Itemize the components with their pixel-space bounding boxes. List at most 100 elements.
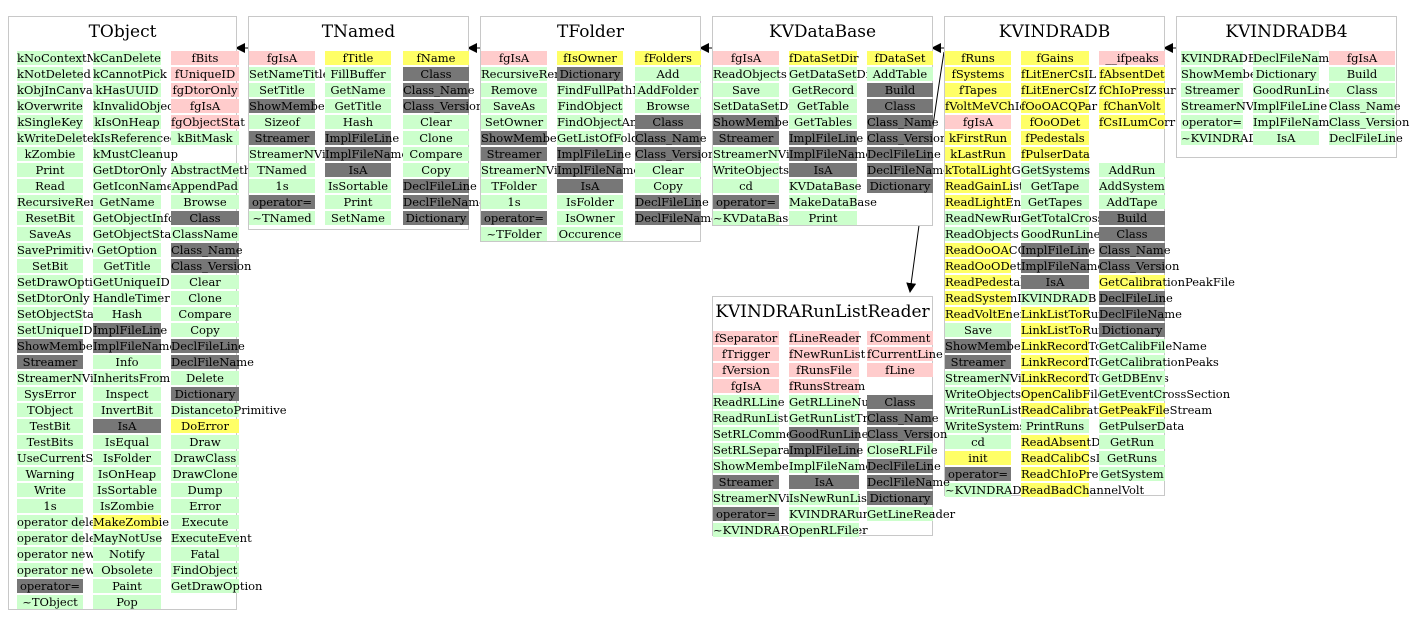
member-cell[interactable]: DeclFileLine <box>867 459 941 473</box>
member-cell[interactable]: kZombie <box>17 147 83 161</box>
member-cell[interactable]: kInvalidObject <box>93 99 179 113</box>
member-cell[interactable]: ImplFileName <box>1253 115 1337 129</box>
member-cell[interactable]: GetName <box>93 195 161 209</box>
member-cell[interactable]: IsFolder <box>93 451 161 465</box>
member-cell[interactable]: Class <box>1329 83 1395 97</box>
member-cell[interactable]: ReadChIoPressures <box>1021 467 1136 481</box>
member-cell[interactable]: SaveAs <box>17 227 83 241</box>
member-cell[interactable]: IsA <box>1021 275 1089 289</box>
member-cell[interactable]: ReadCalibCsI <box>1021 451 1101 465</box>
member-cell[interactable]: ~KVDataBase <box>713 211 796 225</box>
member-cell[interactable]: FillBuffer <box>325 67 391 81</box>
member-cell[interactable]: kWriteDelete <box>17 131 94 145</box>
member-cell[interactable]: fLineReader <box>789 331 861 345</box>
member-cell[interactable]: fOoODet <box>1021 115 1089 129</box>
member-cell[interactable]: fDataSet <box>867 51 933 65</box>
member-cell[interactable]: ReadLightEnergyCsI <box>945 195 1067 209</box>
member-cell[interactable]: DeclFileName <box>171 355 254 369</box>
member-cell[interactable]: fCsILumCorr <box>1099 115 1176 129</box>
member-cell[interactable]: kOverwrite <box>17 99 83 113</box>
member-cell[interactable]: fCurrentLine <box>867 347 943 361</box>
member-cell[interactable]: Write <box>17 483 83 497</box>
member-cell[interactable]: ImplFileLine <box>789 131 864 145</box>
member-cell[interactable]: Warning <box>17 467 83 481</box>
member-cell[interactable]: ShowMembers <box>17 339 105 353</box>
member-cell[interactable]: Compare <box>171 307 239 321</box>
member-cell[interactable]: DeclFileLine <box>635 195 709 209</box>
member-cell[interactable]: DeclFileName <box>1253 51 1336 65</box>
member-cell[interactable]: PrintRuns <box>1021 419 1089 433</box>
member-cell[interactable]: Class_Version <box>867 427 948 441</box>
member-cell[interactable]: ~KVINDRARunListReader <box>713 523 868 537</box>
member-cell[interactable]: Streamer <box>713 475 779 489</box>
member-cell[interactable]: ResetBit <box>17 211 83 225</box>
member-cell[interactable]: ShowMembers <box>249 99 337 113</box>
member-cell[interactable]: GetTape <box>1021 179 1089 193</box>
member-cell[interactable]: IsSortable <box>93 483 161 497</box>
member-cell[interactable]: Info <box>93 355 161 369</box>
member-cell[interactable]: SetName <box>325 211 391 225</box>
member-cell[interactable]: fDataSetDir <box>789 51 859 65</box>
member-cell[interactable]: GetOption <box>93 243 161 257</box>
member-cell[interactable]: kMustCleanup <box>93 147 178 161</box>
member-cell[interactable]: FindObject <box>557 99 623 113</box>
member-cell[interactable]: SetObjectStat <box>17 307 99 321</box>
member-cell[interactable]: 1s <box>481 195 547 209</box>
member-cell[interactable]: ReadRunList <box>713 411 788 425</box>
member-cell[interactable]: GetObjectInfo <box>93 211 175 225</box>
member-cell[interactable]: RecursiveRemove <box>481 67 586 81</box>
member-cell[interactable]: IsSortable <box>325 179 391 193</box>
member-cell[interactable]: IsA <box>93 419 161 433</box>
member-cell[interactable]: Inspect <box>93 387 161 401</box>
member-cell[interactable]: kNotDeleted <box>17 67 91 81</box>
member-cell[interactable]: fGains <box>1021 51 1089 65</box>
member-cell[interactable]: Streamer <box>1181 83 1243 97</box>
member-cell[interactable]: Build <box>867 83 933 97</box>
member-cell[interactable]: fName <box>403 51 469 65</box>
member-cell[interactable]: kSingleKey <box>17 115 83 129</box>
member-cell[interactable]: GetRLLineNumber <box>789 395 900 409</box>
member-cell[interactable]: AddRun <box>1099 163 1165 177</box>
member-cell[interactable]: ShowMembers <box>1181 67 1269 81</box>
member-cell[interactable]: fPulserData <box>1021 147 1090 161</box>
member-cell[interactable]: GetDataSetDir <box>789 67 875 81</box>
member-cell[interactable]: ImplFileLine <box>1253 99 1328 113</box>
member-cell[interactable]: AddTable <box>867 67 933 81</box>
member-cell[interactable]: kIsOnHeap <box>93 115 161 129</box>
member-cell[interactable]: ShowMembers <box>713 115 801 129</box>
member-cell[interactable]: SetNameTitle <box>249 67 330 81</box>
member-cell[interactable]: OpenCalibFile <box>1021 387 1105 401</box>
member-cell[interactable]: MakeDataBase <box>789 195 877 209</box>
member-cell[interactable]: DeclFileName <box>403 195 486 209</box>
member-cell[interactable]: Streamer <box>713 131 779 145</box>
member-cell[interactable]: GetEventCrossSection <box>1099 387 1231 401</box>
member-cell[interactable]: DoError <box>171 419 239 433</box>
member-cell[interactable]: fRunsFile <box>789 363 859 377</box>
member-cell[interactable]: fVersion <box>713 363 779 377</box>
member-cell[interactable]: LinkListToRunRange <box>1021 307 1144 321</box>
member-cell[interactable]: Fatal <box>171 547 239 561</box>
member-cell[interactable]: Class_Name <box>403 83 475 97</box>
member-cell[interactable]: SetDataSetDir <box>713 99 798 113</box>
member-cell[interactable]: Class_Version <box>1329 115 1410 129</box>
member-cell[interactable]: CloseRLFile <box>867 443 938 457</box>
member-cell[interactable]: ShowMembers <box>713 459 801 473</box>
member-cell[interactable]: kNoContextMenu <box>17 51 121 65</box>
member-cell[interactable]: Clear <box>635 163 701 177</box>
member-cell[interactable]: MakeZombie <box>93 515 170 529</box>
member-cell[interactable]: Class <box>171 211 239 225</box>
member-cell[interactable]: Dump <box>171 483 239 497</box>
member-cell[interactable]: Clear <box>171 275 239 289</box>
member-cell[interactable]: ShowMembers <box>481 131 569 145</box>
member-cell[interactable]: fChIoPressures <box>1099 83 1189 97</box>
member-cell[interactable]: AddSystem <box>1099 179 1165 193</box>
member-cell[interactable]: Copy <box>171 323 239 337</box>
member-cell[interactable]: TestBit <box>17 419 83 433</box>
member-cell[interactable]: AddTape <box>1099 195 1165 209</box>
member-cell[interactable]: ReadCalibrationPeaks <box>1021 403 1150 417</box>
member-cell[interactable]: DeclFileLine <box>403 179 477 193</box>
